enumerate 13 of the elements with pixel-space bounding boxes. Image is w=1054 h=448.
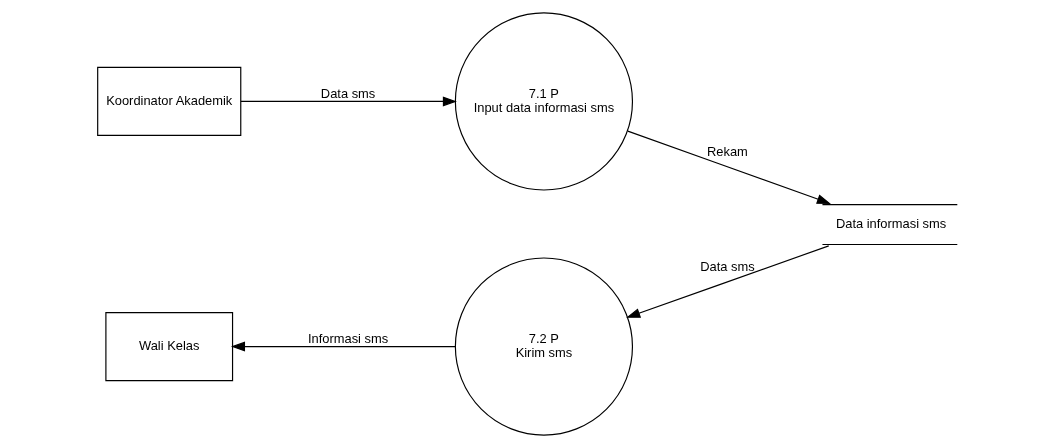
arrow — [239, 96, 457, 107]
node-circle: 7.2 P Kirim sms — [454, 257, 633, 436]
arrow — [626, 130, 831, 204]
node-circle: 7.1 P Input data informasi sms — [454, 12, 633, 191]
node-box: Koordinator Akademik — [96, 66, 241, 137]
edge-label: Data sms — [699, 259, 755, 275]
node-text: Data informasi sms — [835, 215, 946, 231]
node-box: Wali Kelas — [104, 311, 233, 382]
edge-label: Rekam — [706, 144, 748, 160]
edge-label: Informasi sms — [307, 330, 388, 346]
arrow — [230, 341, 456, 352]
arrow — [625, 245, 829, 318]
edge-label: Data sms — [320, 85, 375, 101]
